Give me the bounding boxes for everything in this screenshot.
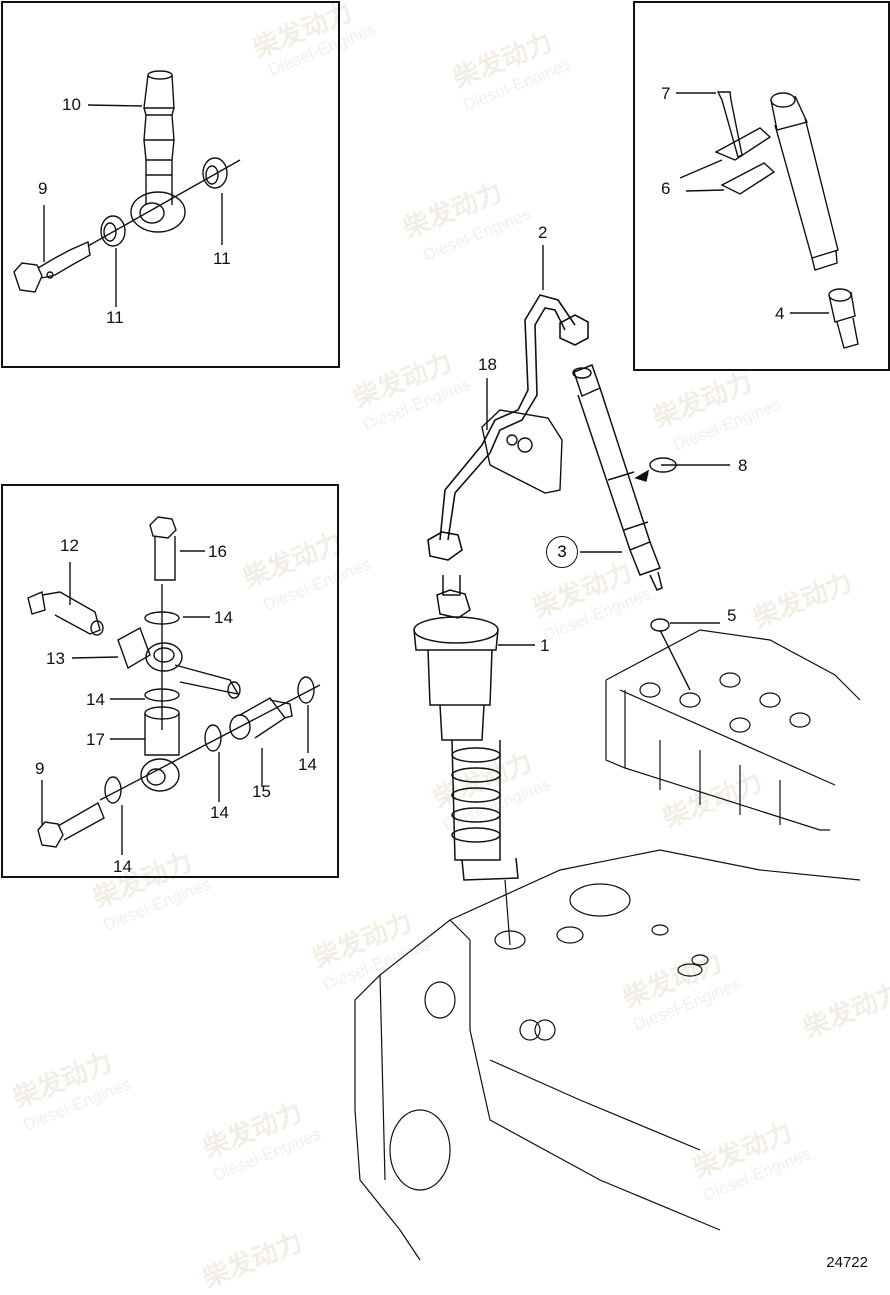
pipe-clamp-part-18 (481, 409, 563, 494)
adapter-part-17 (140, 706, 180, 792)
banjo-bolt-part-16 (149, 516, 177, 581)
washer-part-14 (104, 611, 315, 804)
callout-14: 14 (86, 690, 105, 709)
callout-11: 11 (213, 249, 231, 268)
banjo-nipple-part-10 (130, 70, 186, 233)
injector-part-3 (572, 364, 663, 591)
callout-1: 1 (540, 636, 550, 655)
cylinder-head (605, 629, 861, 831)
callout-13: 13 (46, 649, 65, 668)
banjo-bolt-part-9-lower (37, 801, 105, 848)
callout-3-circled: 3 (546, 536, 578, 568)
callout-15: 15 (252, 782, 271, 801)
callout-16: 16 (208, 542, 227, 561)
washer-part-11 (100, 157, 228, 247)
callout-5: 5 (727, 606, 737, 625)
callout-17: 17 (86, 730, 105, 749)
sensor-part-12 (27, 591, 104, 636)
callout-14: 14 (214, 608, 233, 627)
inset-frame-injector-clamp (633, 1, 890, 371)
injection-pump-part-1 (413, 575, 519, 881)
callout-18: 18 (478, 355, 497, 374)
callout-2: 2 (538, 223, 548, 242)
callout-14: 14 (298, 755, 317, 774)
callout-7: 7 (661, 84, 671, 103)
engine-block (354, 849, 861, 1261)
callout-6: 6 (661, 179, 671, 198)
callout-4: 4 (775, 304, 785, 323)
callout-9: 9 (38, 179, 48, 198)
figure-number: 24722 (826, 1254, 868, 1271)
callout-14: 14 (113, 857, 132, 876)
nozzle-part-4 (828, 288, 859, 349)
clamp-plate-part-6 (714, 127, 776, 195)
inset-frame-banjo-fitting (1, 1, 340, 368)
callout-8: 8 (738, 456, 748, 475)
callout-14: 14 (210, 803, 229, 822)
banjo-bolt-part-9 (13, 240, 91, 293)
callout-10: 10 (62, 95, 81, 114)
washer-part-5 (650, 618, 670, 632)
callout-9: 9 (35, 759, 45, 778)
callout-11: 11 (106, 308, 124, 327)
banjo-connector-part-13 (117, 626, 241, 699)
delivery-pipe-part-2 (427, 294, 589, 561)
callout-12: 12 (60, 536, 79, 555)
inset-frame-fuel-connector (1, 484, 339, 878)
nozzle-holder-body (770, 92, 839, 271)
clamp-bolt-part-7 (716, 91, 743, 159)
